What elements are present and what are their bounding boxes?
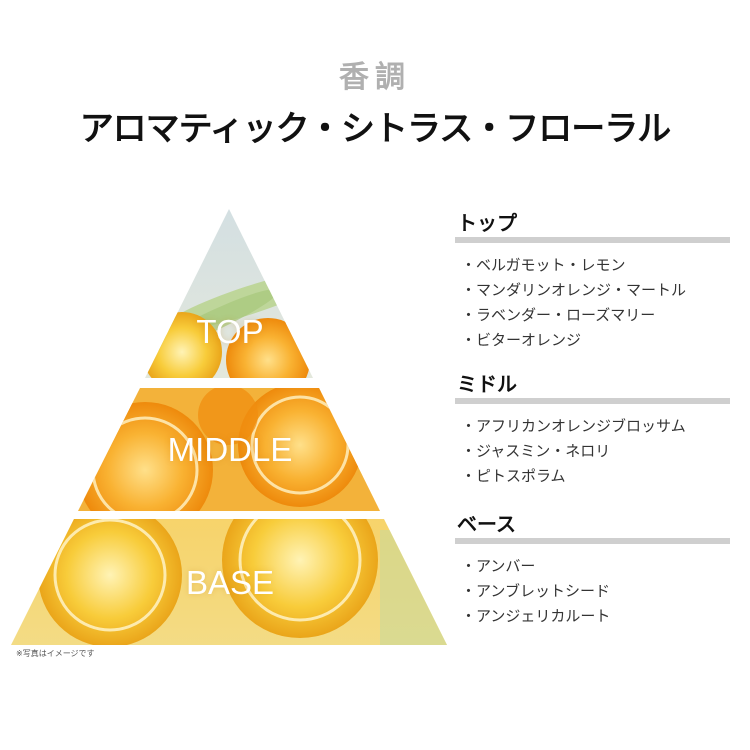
middle-notes-divider [455, 398, 730, 404]
middle-notes-heading: ミドル [457, 372, 517, 396]
list-item: ・マンダリンオレンジ・マートル [461, 281, 687, 299]
top-notes-heading: トップ [457, 211, 517, 235]
middle-notes-section: ミドル ・アフリカンオレンジブロッサム ・ジャスミン・ネロリ ・ピトスポラム [455, 370, 730, 489]
middle-notes-list: ・アフリカンオレンジブロッサム ・ジャスミン・ネロリ ・ピトスポラム [455, 414, 730, 489]
base-notes-divider [455, 538, 730, 544]
top-notes-list: ・ベルガモット・レモン ・マンダリンオレンジ・マートル ・ラベンダー・ローズマリ… [455, 253, 730, 353]
pyramid-tier-base-label: BASE [185, 564, 275, 601]
base-notes-list: ・アンバー ・アンブレットシード ・アンジェリカルート [455, 554, 730, 629]
list-item: ・ビターオレンジ [461, 331, 582, 349]
top-notes-divider [455, 237, 730, 243]
pyramid-tier-middle-label: MIDDLE [167, 431, 293, 468]
pyramid-tier-top-label: TOP [196, 313, 264, 350]
photo-disclaimer: ※写真はイメージです [16, 649, 95, 658]
pyramid-tier-base-image [11, 519, 447, 645]
list-item: ・アンブレットシード [461, 582, 610, 600]
list-item: ・ジャスミン・ネロリ [461, 442, 611, 460]
list-item: ・ラベンダー・ローズマリー [461, 306, 656, 324]
list-item: ・アンジェリカルート [461, 607, 611, 625]
pyramid-tier-top-image [145, 209, 313, 378]
list-item: ・アンバー [461, 557, 536, 575]
page-title: アロマティック・シトラス・フローラル [79, 109, 672, 149]
section-kicker: 香調 [339, 60, 411, 95]
list-item: ・アフリカンオレンジブロッサム [461, 417, 686, 435]
list-item: ・ベルガモット・レモン [461, 256, 626, 274]
top-notes-section: トップ ・ベルガモット・レモン ・マンダリンオレンジ・マートル ・ラベンダー・ロ… [455, 209, 730, 353]
list-item: ・ピトスポラム [461, 467, 566, 485]
base-notes-heading: ベース [457, 512, 516, 536]
base-notes-section: ベース ・アンバー ・アンブレットシード ・アンジェリカルート [455, 510, 730, 629]
